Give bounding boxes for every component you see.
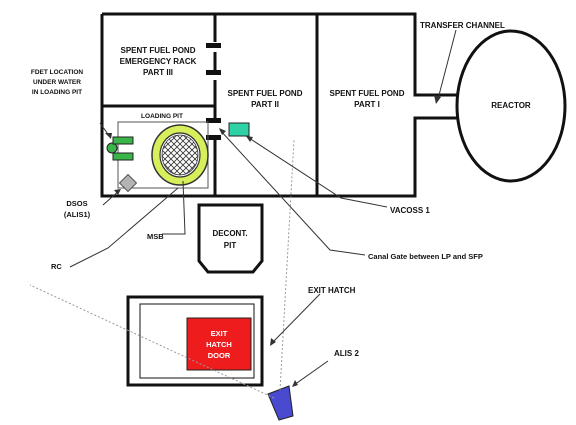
svg-text:HATCH: HATCH: [206, 340, 232, 349]
fdet-device: [106, 136, 134, 161]
reactor-vessel: [455, 29, 567, 183]
msb-cask: [151, 124, 209, 186]
rack-gate-upper: [206, 43, 221, 48]
pond-building: [100, 12, 459, 198]
decont-pit: [197, 203, 264, 274]
reactor-label: REACTOR: [491, 101, 531, 110]
leader-lines: [69, 122, 388, 386]
vacoss-label: VACOSS 1: [390, 206, 430, 215]
exit-hatch-label: EXIT HATCH: [308, 286, 356, 295]
dsos-camera: [118, 173, 138, 193]
canal-gate-top: [206, 118, 221, 123]
svg-text:DSOS: DSOS: [66, 199, 87, 208]
leader-arrowheads: [105, 128, 298, 387]
gate-markers: [206, 43, 221, 140]
transfer-channel-label: TRANSFER CHANNEL: [420, 21, 505, 30]
msb-label: MSB: [147, 232, 164, 241]
svg-text:DOOR: DOOR: [208, 351, 231, 360]
svg-text:SPENT FUEL POND: SPENT FUEL POND: [228, 89, 303, 98]
alis2-label: ALIS 2: [334, 349, 359, 358]
svg-text:EMERGENCY RACK: EMERGENCY RACK: [120, 57, 197, 66]
exit-hatch-door-label: EXIT HATCH DOOR: [206, 329, 232, 360]
svg-text:PART III: PART III: [143, 68, 173, 77]
decont-label: DECONT. PIT: [212, 229, 247, 250]
transfer-channel-arrowhead: [434, 95, 441, 104]
svg-text:PART I: PART I: [354, 100, 380, 109]
camera-view-lines: [29, 139, 295, 399]
pond-rack-label: SPENT FUEL POND EMERGENCY RACK PART III: [120, 46, 197, 77]
pond-part1-label: SPENT FUEL POND PART I: [330, 89, 405, 109]
alis2-camera: [267, 385, 294, 421]
canal-gate-bottom: [206, 135, 221, 140]
rc-label: RC: [51, 262, 62, 271]
exit-hatch-door: [186, 317, 252, 371]
rack-gate-lower: [206, 70, 221, 75]
loading-pit-label: LOADING PIT: [141, 113, 183, 120]
canal-gate-label: Canal Gate between LP and SFP: [368, 252, 483, 261]
svg-text:PART II: PART II: [251, 100, 279, 109]
svg-text:IN LOADING PIT: IN LOADING PIT: [32, 89, 82, 96]
exit-hatch-inner: [139, 303, 255, 379]
svg-text:UNDER WATER: UNDER WATER: [33, 79, 81, 86]
dsos-label: DSOS (ALIS1): [64, 199, 91, 219]
svg-text:SPENT FUEL POND: SPENT FUEL POND: [330, 89, 405, 98]
svg-text:SPENT FUEL POND: SPENT FUEL POND: [121, 46, 196, 55]
fdet-label: FDET LOCATION UNDER WATER IN LOADING PIT: [31, 69, 84, 96]
svg-text:PIT: PIT: [224, 241, 237, 250]
svg-text:EXIT: EXIT: [211, 329, 228, 338]
transfer-channel-pointer: [437, 29, 457, 100]
pond-part2-label: SPENT FUEL POND PART II: [228, 89, 303, 109]
vacoss-seal: [228, 122, 250, 137]
svg-text:(ALIS1): (ALIS1): [64, 210, 91, 219]
svg-text:DECONT.: DECONT.: [212, 229, 247, 238]
svg-text:FDET LOCATION: FDET LOCATION: [31, 69, 84, 76]
